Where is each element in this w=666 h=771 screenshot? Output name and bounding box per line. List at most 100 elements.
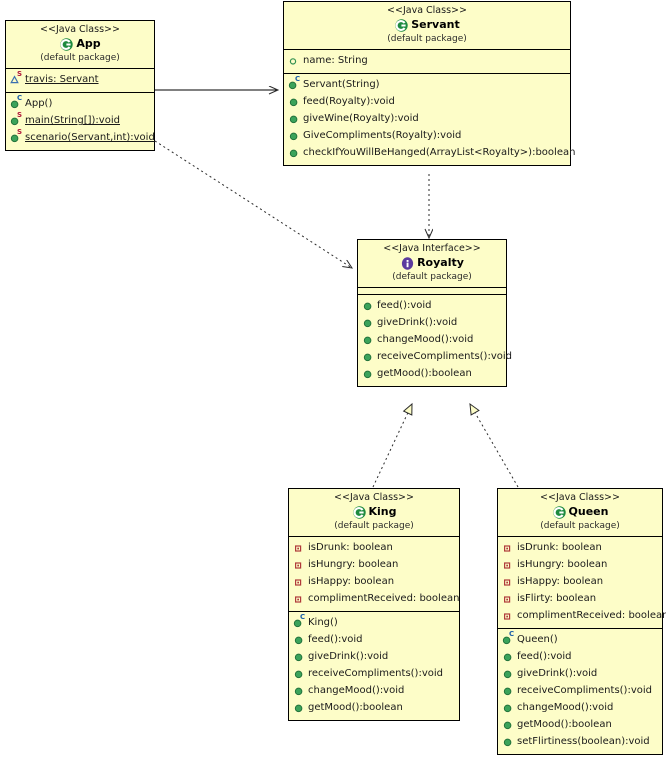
class-box-king[interactable]: <<Java Class>> King (default package) (288, 488, 460, 722)
public-method-icon (362, 368, 375, 380)
method-row[interactable]: feed(Royalty):void (284, 94, 570, 111)
attribute-row[interactable]: name: String (284, 53, 570, 70)
method-text: changeMood():void (377, 334, 474, 346)
attribute-row[interactable]: isHungry: boolean (498, 557, 662, 574)
attribute-row[interactable]: complimentReceived: boolean (289, 591, 459, 608)
public-method-icon (502, 702, 515, 714)
attributes-compartment: name: String (284, 50, 570, 75)
public-method-icon (362, 317, 375, 329)
private-field-icon (502, 576, 515, 588)
class-title: App (10, 37, 150, 52)
attribute-text: name: String (303, 55, 368, 67)
stereotype-label: <<Java Class>> (387, 5, 467, 16)
public-method-icon (288, 113, 301, 125)
static-modifier-badge: S (17, 128, 23, 137)
private-field-icon (502, 610, 515, 622)
method-row[interactable]: C Servant(String) (284, 75, 570, 94)
method-row[interactable]: S scenario(Servant,int):void (6, 128, 155, 147)
attribute-text: isHappy: boolean (517, 576, 604, 588)
attribute-row[interactable]: isHappy: boolean (498, 574, 662, 591)
attribute-row[interactable]: isDrunk: boolean (498, 540, 662, 557)
method-row[interactable]: receiveCompliments():void (289, 666, 459, 683)
method-text: giveDrink():void (308, 651, 389, 663)
attribute-row[interactable]: isHappy: boolean (289, 574, 459, 591)
attribute-text: isFlirty: boolean (517, 593, 597, 605)
constructor-modifier-badge: C (17, 94, 23, 103)
method-row[interactable]: feed():void (498, 649, 662, 666)
package-label: (default package) (40, 52, 120, 63)
attribute-row[interactable]: isFlirty: boolean (498, 591, 662, 608)
constructor-modifier-badge: C (295, 75, 301, 84)
method-text: receiveCompliments():void (377, 351, 512, 363)
attribute-text: isHungry: boolean (308, 559, 399, 571)
public-method-icon: C (293, 614, 306, 629)
method-row[interactable]: getMood():boolean (498, 717, 662, 734)
attribute-row[interactable]: isHungry: boolean (289, 557, 459, 574)
method-row[interactable]: receiveCompliments():void (358, 349, 512, 366)
class-name-text: Queen (568, 505, 609, 519)
constructor-modifier-badge: C (509, 630, 515, 639)
public-method-icon (288, 96, 301, 108)
method-row[interactable]: setFlirtiness(boolean):void (498, 734, 662, 751)
attribute-text: isDrunk: boolean (308, 542, 393, 554)
method-row[interactable]: GiveCompliments(Royalty):void (284, 128, 570, 145)
package-field-icon: S (10, 71, 23, 86)
private-field-icon (502, 559, 515, 571)
private-field-icon (293, 576, 306, 588)
method-row[interactable]: giveWine(Royalty):void (284, 111, 570, 128)
attribute-row[interactable]: S travis: Servant (6, 71, 154, 89)
method-row[interactable]: changeMood():void (358, 332, 506, 349)
method-text: main(String[]):void (25, 115, 120, 127)
static-modifier-badge: S (17, 111, 23, 120)
public-method-icon (288, 130, 301, 142)
package-label: (default package) (392, 271, 472, 282)
method-text: feed(Royalty):void (303, 96, 395, 108)
method-text: getMood():boolean (308, 702, 403, 714)
java-class-icon (552, 505, 567, 520)
method-row[interactable]: getMood():boolean (358, 366, 506, 383)
method-text: GiveCompliments(Royalty):void (303, 130, 462, 142)
public-method-icon (362, 300, 375, 312)
method-row[interactable]: C King() (289, 614, 459, 632)
public-method-icon (362, 334, 375, 346)
method-text: receiveCompliments():void (517, 685, 652, 697)
method-text: getMood():boolean (517, 719, 612, 731)
method-row[interactable]: giveDrink():void (289, 649, 459, 666)
method-row[interactable]: feed():void (289, 632, 459, 649)
method-text: feed():void (377, 300, 432, 312)
interface-box-royalty[interactable]: <<Java Interface>> Royalty (default pack… (357, 239, 512, 388)
edge-queen-realizes-royalty (469, 402, 519, 488)
method-row[interactable]: feed():void (358, 298, 506, 315)
public-method-icon (293, 668, 306, 680)
class-header-queen: <<Java Class>> Queen (default package) (498, 489, 662, 538)
private-field-icon (293, 542, 306, 554)
java-interface-icon (400, 256, 415, 271)
public-method-icon: C (288, 75, 301, 91)
method-row[interactable]: getMood():boolean (289, 700, 459, 717)
class-name-text: App (76, 37, 101, 51)
method-row[interactable]: changeMood():void (289, 683, 459, 700)
class-title: Servant (288, 18, 566, 33)
method-text: scenario(Servant,int):void (25, 132, 155, 144)
class-box-queen[interactable]: <<Java Class>> Queen (default package) (497, 488, 666, 756)
method-row[interactable]: C App() (6, 94, 154, 113)
edge-king-realizes-royalty (372, 402, 413, 488)
method-text: getMood():boolean (377, 368, 472, 380)
method-row[interactable]: giveDrink():void (358, 315, 506, 332)
attribute-row[interactable]: complimentReceived: boolean (498, 608, 666, 625)
public-method-icon (502, 685, 515, 697)
method-row[interactable]: changeMood():void (498, 700, 662, 717)
method-row[interactable]: C Queen() (498, 630, 662, 649)
public-method-icon: S (10, 111, 23, 127)
class-box-servant[interactable]: <<Java Class>> Servant (default package) (283, 1, 575, 167)
private-field-icon (502, 593, 515, 605)
private-field-icon (502, 542, 515, 554)
attribute-row[interactable]: isDrunk: boolean (289, 540, 459, 557)
class-box-app[interactable]: <<Java Class>> App (default package) (5, 20, 155, 152)
method-text: feed():void (517, 651, 572, 663)
method-row[interactable]: S main(String[]):void (6, 111, 154, 130)
method-row[interactable]: receiveCompliments():void (498, 683, 662, 700)
method-row[interactable]: giveDrink():void (498, 666, 662, 683)
method-row[interactable]: checkIfYouWillBeHanged(ArrayList<Royalty… (284, 145, 575, 162)
stereotype-label: <<Java Class>> (40, 24, 120, 35)
